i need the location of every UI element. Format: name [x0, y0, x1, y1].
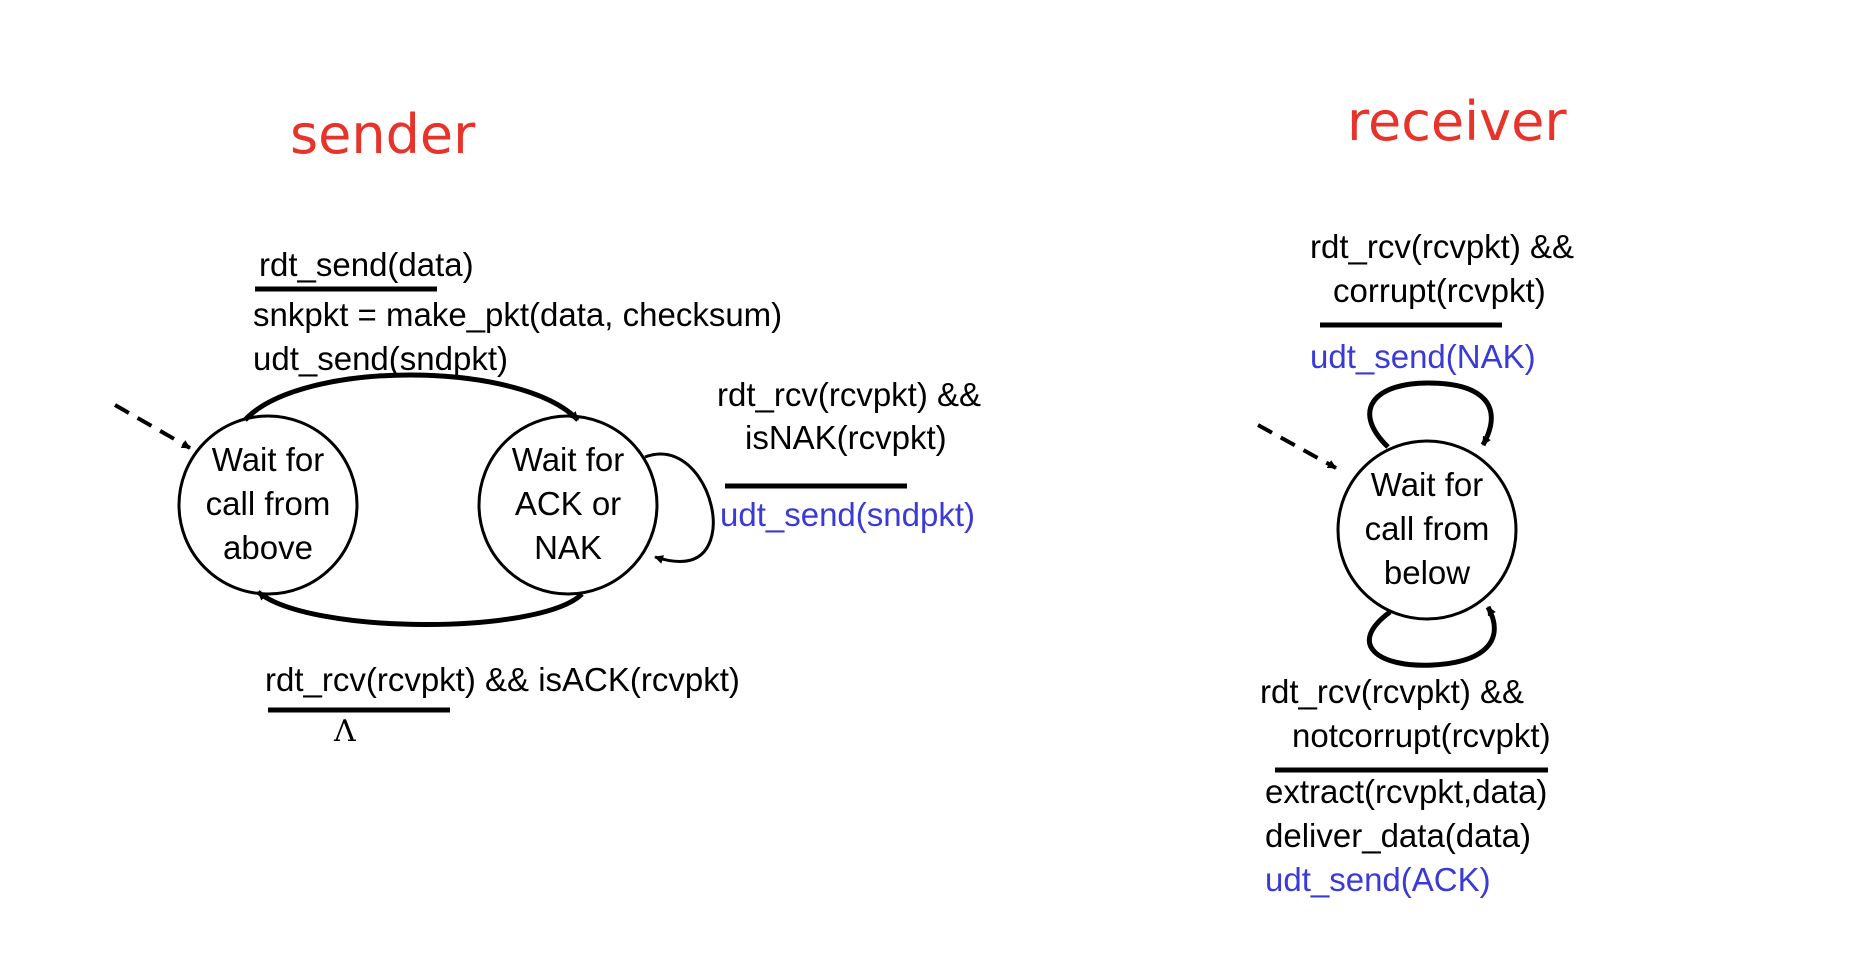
nak-transition-event: isNAK(rcvpkt) — [745, 419, 947, 456]
state-line: below — [1383, 554, 1471, 591]
state-line: ACK or — [514, 485, 622, 522]
nak-transition-event: rdt_rcv(rcvpkt) && — [717, 376, 982, 413]
sender-title: sender — [290, 103, 476, 166]
state-label-wait-call-below: Wait for call from below — [1339, 463, 1515, 595]
state-wait-ack-nak — [477, 414, 659, 596]
state-line: call from — [205, 485, 331, 522]
notcorrupt-transition-ack-action: udt_send(ACK) — [1265, 861, 1491, 898]
state-wait-call-above — [177, 414, 359, 596]
state-line: call from — [1364, 510, 1490, 547]
loop-nak-transition — [644, 452, 715, 564]
corrupt-transition-event: rdt_rcv(rcvpkt) && — [1310, 228, 1575, 265]
sender-initial-arrow — [114, 403, 191, 450]
loop-corrupt-transition — [1367, 380, 1494, 449]
state-line: Wait for — [1370, 466, 1484, 503]
ack-transition-event: rdt_rcv(rcvpkt) && isACK(rcvpkt) — [265, 661, 740, 698]
arc-ack-transition — [256, 590, 584, 627]
receiver-initial-arrow — [1257, 423, 1337, 470]
state-line: Wait for — [211, 441, 325, 478]
state-wait-call-below — [1336, 439, 1518, 621]
state-label-wait-ack-nak: Wait for ACK or NAK — [480, 438, 656, 570]
loop-notcorrupt-transition — [1366, 605, 1497, 668]
send-transition-action: snkpkt = make_pkt(data, checksum) — [253, 296, 783, 333]
state-line: above — [223, 529, 313, 566]
nak-transition-action: udt_send(sndpkt) — [720, 496, 975, 533]
send-transition-event: rdt_send(data) — [259, 246, 474, 283]
notcorrupt-transition-event: notcorrupt(rcvpkt) — [1292, 717, 1551, 754]
send-transition-action: udt_send(sndpkt) — [253, 340, 508, 377]
state-label-wait-call-above: Wait for call from above — [180, 438, 356, 570]
receiver-title: receiver — [1347, 90, 1567, 153]
notcorrupt-transition-action: extract(rcvpkt,data) — [1265, 773, 1548, 810]
lambda-symbol: Λ — [334, 714, 356, 749]
state-line: Wait for — [511, 441, 625, 478]
notcorrupt-transition-event: rdt_rcv(rcvpkt) && — [1260, 673, 1525, 710]
corrupt-transition-action: udt_send(NAK) — [1310, 338, 1536, 375]
notcorrupt-transition-action: deliver_data(data) — [1265, 817, 1531, 854]
arc-send-transition — [243, 372, 580, 422]
corrupt-transition-event: corrupt(rcvpkt) — [1333, 272, 1546, 309]
state-line: NAK — [534, 529, 602, 566]
